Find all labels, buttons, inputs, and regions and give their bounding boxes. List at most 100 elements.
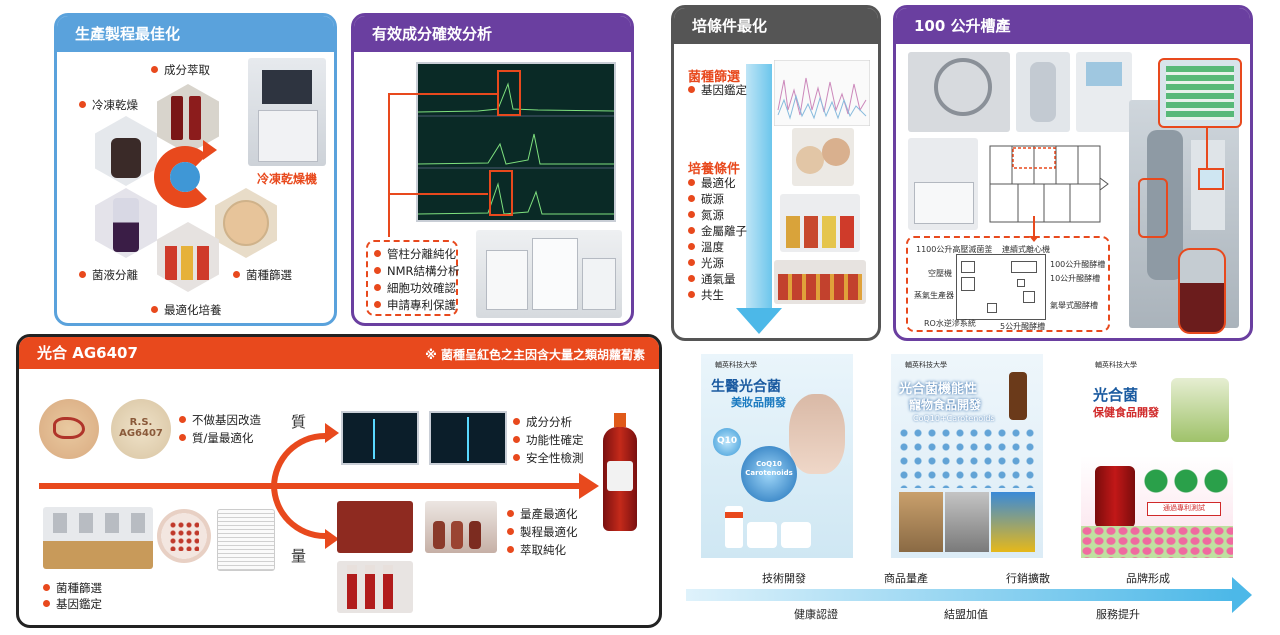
timeline-health-cert: 健康認證 xyxy=(794,608,838,621)
quality-item: 成分分析 xyxy=(513,415,572,429)
panel-title: 有效成分確效分析 xyxy=(354,16,631,52)
fermenter-photo xyxy=(1016,52,1070,132)
label-ro: RO水逆滲系統 xyxy=(924,319,976,328)
product-jars xyxy=(721,504,831,550)
quantity-branch xyxy=(271,483,331,539)
elderly-couple-photo xyxy=(1171,378,1229,442)
freeze-dryer-photo xyxy=(248,58,326,166)
model-face xyxy=(789,394,845,474)
timeline-tech-dev: 技術開發 xyxy=(762,572,806,585)
freeze-dryer-caption: 冷凍乾燥機 xyxy=(257,172,318,186)
supplement-bottle xyxy=(1095,466,1135,528)
label-screening: 菌種篩選 xyxy=(233,268,292,282)
label-airlift: 氣舉式醱酵槽 xyxy=(1050,301,1098,310)
benefit-circles xyxy=(1141,466,1231,496)
analysis-item: 管柱分離純化 xyxy=(374,247,456,261)
quality-branch xyxy=(271,433,331,489)
poster-title: 光合菌機能性 xyxy=(899,382,978,397)
cycle-ring-icon xyxy=(154,146,216,208)
poster-health-food: 輔英科技大學 光合菌 保健食品開發 通過專利測試 xyxy=(1081,354,1233,558)
analysis-item: 細胞功效確認 xyxy=(374,281,456,295)
screening-item: 基因鑑定 xyxy=(688,83,747,97)
plate-photo-2 xyxy=(111,399,171,459)
panel-100l-production: 100 公升槽產 1100公升高壓滅菌釜 連續式離心機 空壓機 100公 xyxy=(893,5,1253,341)
quality-label: 質 xyxy=(291,413,307,431)
quantity-item: 萃取純化 xyxy=(507,543,566,557)
flask-row-photo xyxy=(774,260,866,304)
culture-item: 最適化 xyxy=(688,176,736,190)
analysis-item: NMR結構分析 xyxy=(374,264,460,278)
poster-school: 輔英科技大學 xyxy=(905,361,947,369)
patent-label: 通過專利測試 xyxy=(1163,504,1205,512)
extract-bags-photo xyxy=(425,501,497,553)
control-screen-highlight xyxy=(1198,168,1224,190)
main-flow-arrowhead xyxy=(579,473,599,499)
process-item: 菌種篩選 xyxy=(43,581,102,595)
quality-item: 安全性檢測 xyxy=(513,451,584,465)
culture-heading: 培養條件 xyxy=(688,162,741,177)
quality-arrowhead xyxy=(325,423,339,443)
petri-dish-image xyxy=(215,188,277,258)
label-extraction: 成分萃取 xyxy=(151,63,210,77)
strain-name: 光合 AG6407 xyxy=(37,344,138,362)
plate-photo-1 xyxy=(39,399,99,459)
dog-photo xyxy=(899,492,943,552)
colony-plate-photo xyxy=(157,509,211,563)
label-ferm100: 100公升醱酵槽 xyxy=(1050,260,1106,269)
poster-pet-food: 輔英科技大學 光合菌機能性 寵物食品開發 CoQ10+Carotenoids xyxy=(891,354,1043,558)
poster-cosmetics: 輔英科技大學 生醫光合菌 美妝品開發 Q10 CoQ10 Carotenoids xyxy=(701,354,853,558)
peak-highlight-2 xyxy=(489,170,513,216)
label-ferm10: 10公升醱酵槽 xyxy=(1050,274,1101,283)
parrot-photo xyxy=(991,492,1035,552)
q10-badge xyxy=(713,428,741,456)
timeline-arrowhead xyxy=(1232,577,1252,613)
panel-culture-conditions: 培條件最化 菌種篩選 基因鑑定 培養條件 最適化 碳源 氮源 金屬離子 溫度 光… xyxy=(671,5,881,341)
poster-title: 光合菌 xyxy=(1093,386,1139,404)
panel-title: 培條件最化 xyxy=(674,8,878,44)
label-separation: 菌液分離 xyxy=(79,268,138,282)
panel-ag6407: 光合 AG6407 ※ 菌種呈紅色之主因含大量之類胡蘿蔔素 R.S. AG640… xyxy=(16,334,662,628)
red-bottle-product xyxy=(595,413,645,533)
strain-feature: 質/量最適化 xyxy=(179,431,253,445)
freeze-dried-jar-image xyxy=(95,116,157,186)
culture-item: 碳源 xyxy=(688,192,724,206)
analysis-screen-2 xyxy=(429,411,507,465)
cat-photo xyxy=(945,492,989,552)
analysis-list-box xyxy=(366,240,458,316)
label-steam: 蒸氣生產器 xyxy=(914,291,954,300)
plan-connector xyxy=(1033,216,1035,238)
culture-item: 氮源 xyxy=(688,208,724,222)
report-document-photo xyxy=(217,509,275,571)
panel-title: 生產製程最佳化 xyxy=(57,16,334,52)
flow-arrow-head xyxy=(736,308,782,334)
q10-badge-text: Q10 xyxy=(717,436,738,446)
culture-bottles-photo xyxy=(780,194,860,252)
fermentation-bottles-photo xyxy=(337,501,413,553)
vessel-highlight xyxy=(1138,178,1168,238)
flower-field xyxy=(1081,526,1233,558)
screening-heading: 菌種篩選 xyxy=(688,70,741,85)
timeline-mass-production: 商品量產 xyxy=(884,572,928,585)
poster-school: 輔英科技大學 xyxy=(715,361,757,369)
culture-item: 共生 xyxy=(688,288,724,302)
hplc-instrument-photo xyxy=(476,230,622,318)
connector-line xyxy=(388,93,390,237)
analysis-item: 申請專利保護 xyxy=(374,298,456,312)
label-ferm5: 5公升醱酵槽 xyxy=(1000,322,1046,331)
chromatogram-screen xyxy=(416,62,616,222)
patent-label-box xyxy=(1147,502,1221,516)
timeline-arrow xyxy=(686,589,1234,601)
centrifuge-photo xyxy=(908,138,978,230)
label-freeze-dry: 冷凍乾燥 xyxy=(79,98,138,112)
quantity-item: 製程最適化 xyxy=(507,525,578,539)
strain-feature: 不做基因改造 xyxy=(179,413,261,427)
floor-plan-diagram xyxy=(989,145,1109,223)
culture-item: 金屬離子 xyxy=(688,224,747,238)
lab-layout-box xyxy=(906,236,1110,332)
lab-layout-inner xyxy=(956,254,1046,320)
timeline-branding: 品牌形成 xyxy=(1126,572,1170,585)
bacteria-liquid-image xyxy=(95,188,157,258)
poster-school: 輔英科技大學 xyxy=(1095,361,1137,369)
carotenoid-note: ※ 菌種呈紅色之主因含大量之類胡蘿蔔素 xyxy=(425,348,645,362)
culture-item: 溫度 xyxy=(688,240,724,254)
